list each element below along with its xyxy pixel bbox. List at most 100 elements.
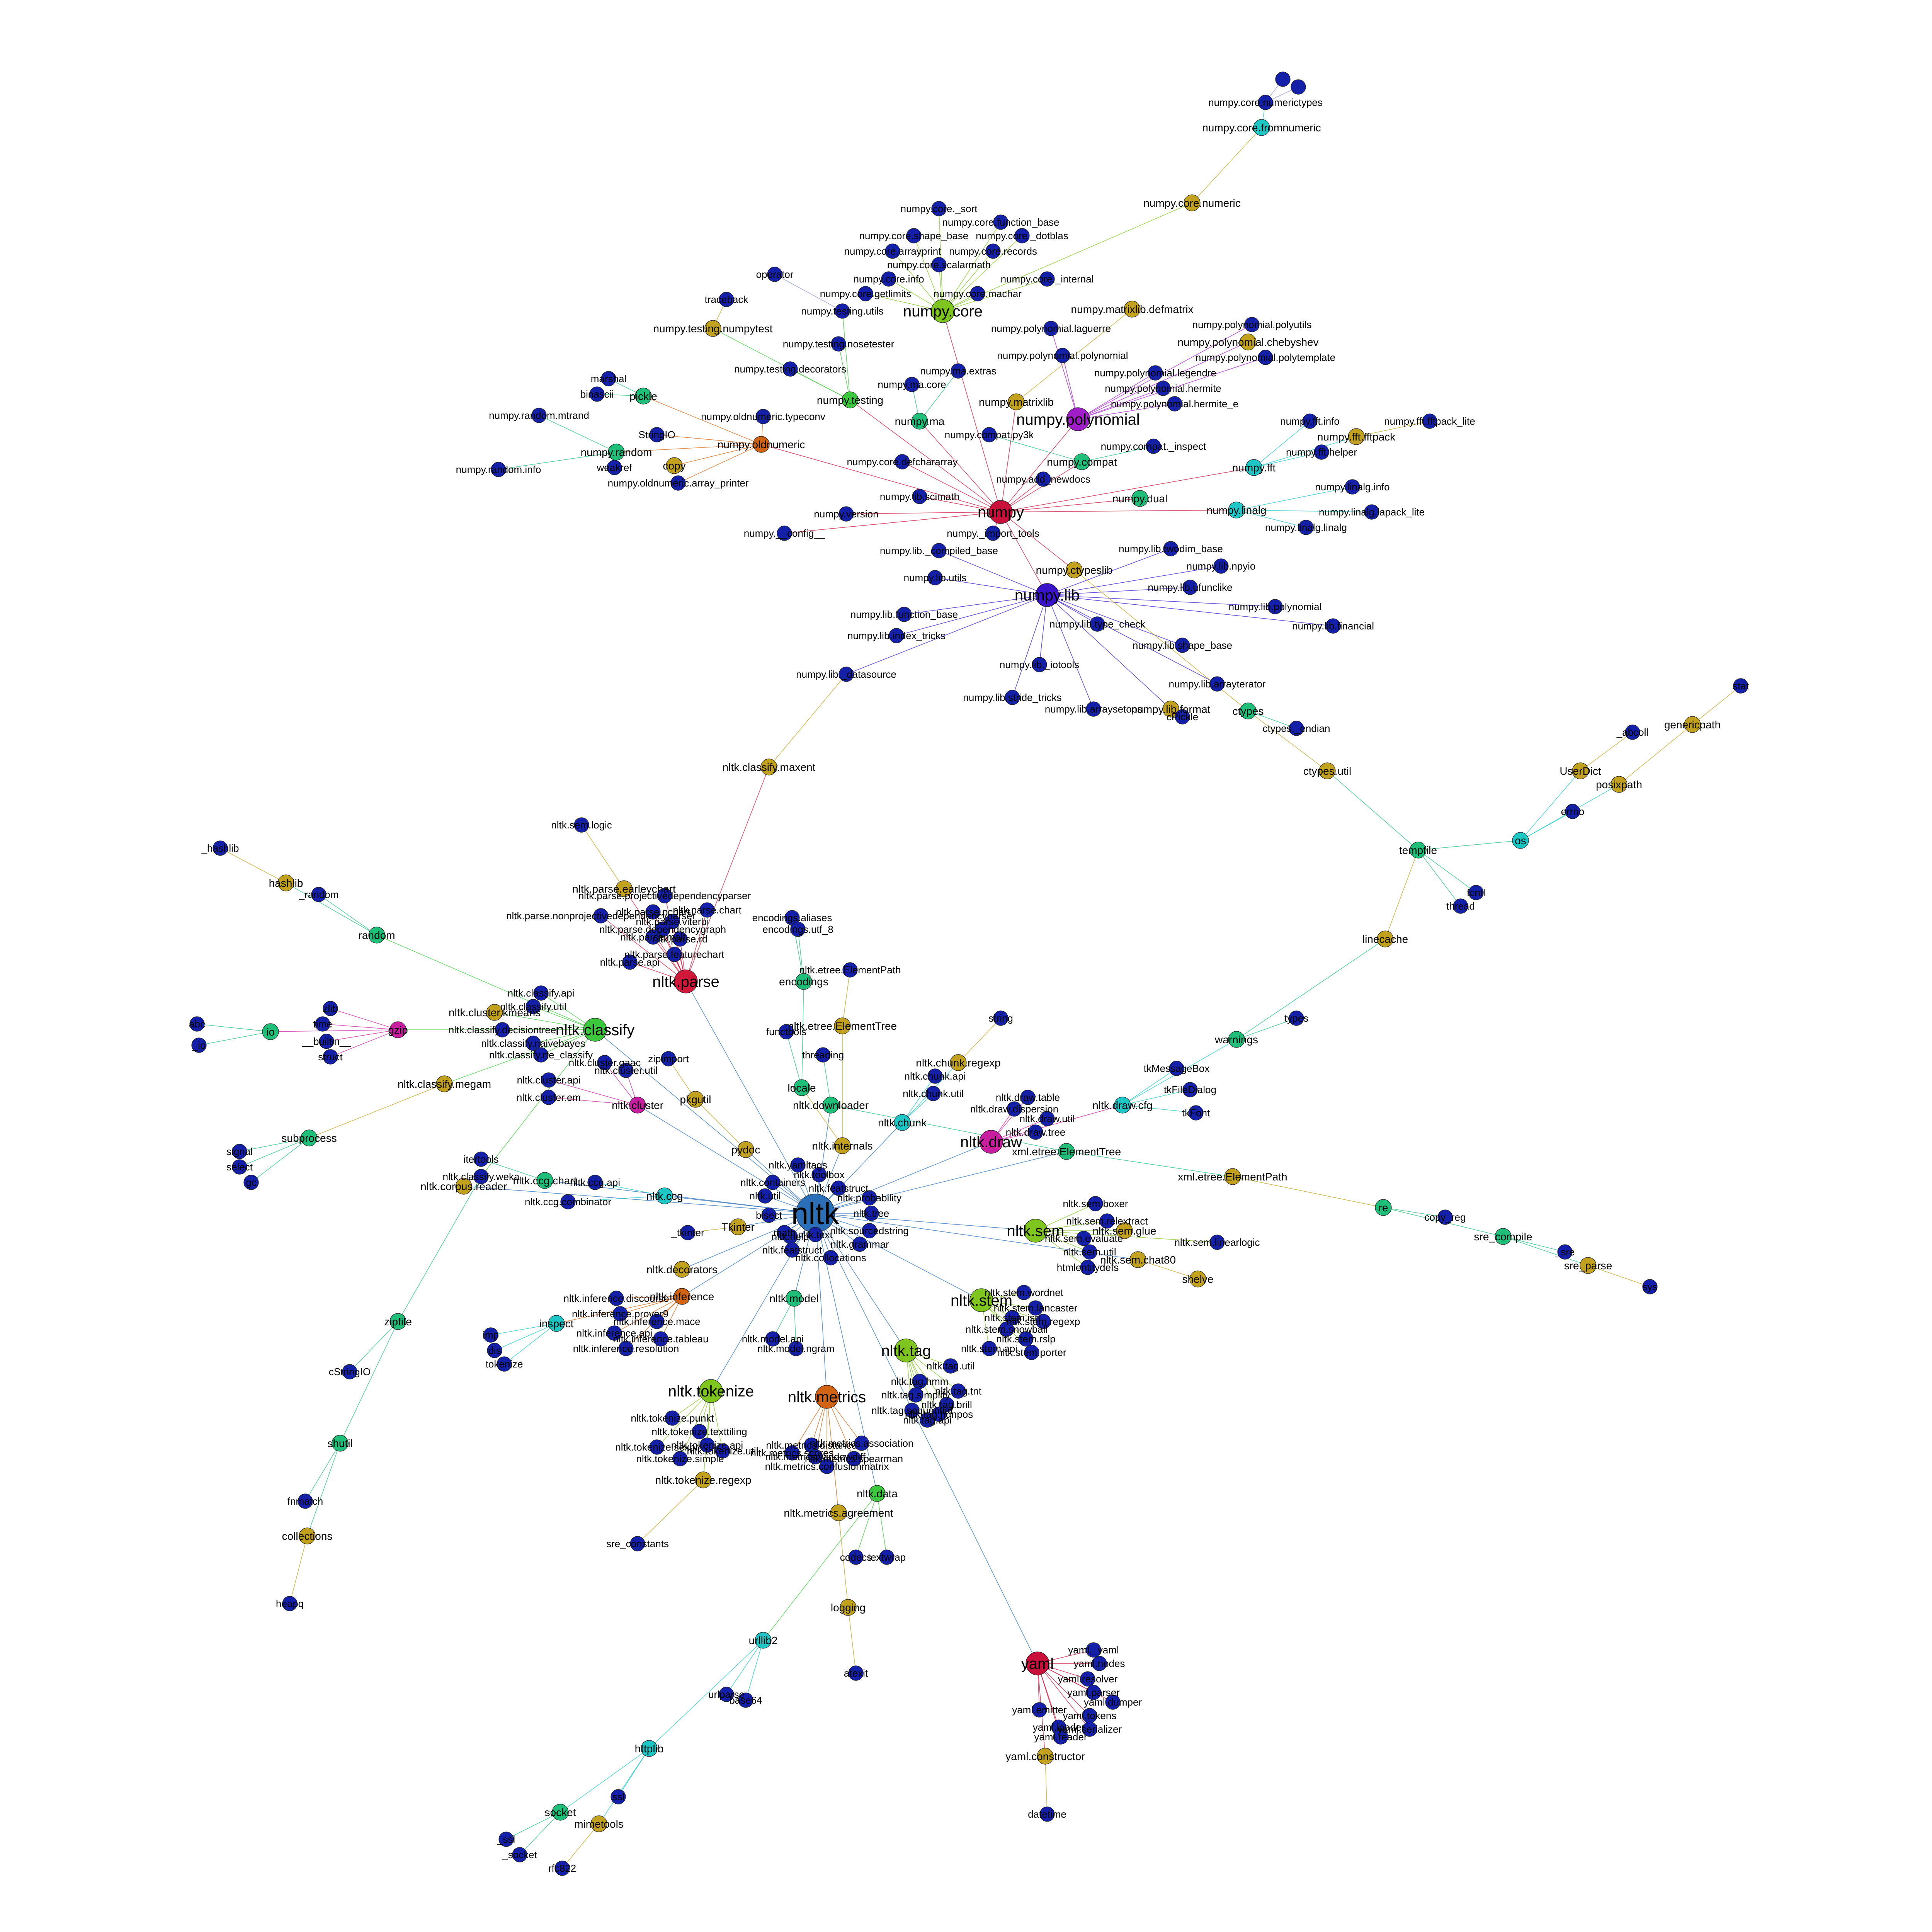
node-nltk.sem.logic [574,817,589,833]
node-label-codecs: codecs [840,1551,872,1563]
node-mimetools [590,1815,607,1832]
edge-warnings--types [1236,1018,1297,1040]
node-label-nltk.metrics.spearman: nltk.metrics.spearman [805,1453,903,1464]
node-label-nltk.tag.simplify: nltk.tag.simplify [881,1389,950,1401]
edge-numpy.lib--numpy.lib.shape_base [1047,595,1183,646]
node-label-heapq: heapq [276,1598,304,1609]
node-pickle [635,388,652,405]
edge-nltk.chunk.regexp--string [958,1018,1001,1063]
node-label-numpy.polynomial.hermite_e: numpy.polynomial.hermite_e [1111,398,1238,410]
edge-numpy--numpy.lib [1000,512,1048,595]
node-nltk.tokenize [699,1379,723,1403]
node-numpy.fft.fftpack_lite [1422,413,1437,429]
node-yaml.serializer [1082,1721,1097,1737]
node-nltk.ccg.api [587,1175,603,1190]
node-label-copy_reg: copy_reg [1425,1211,1466,1223]
node-label-nltk.classify: nltk.classify [556,1022,635,1039]
node-nltk.stem.lancaster [1028,1300,1043,1316]
node-nltk.sem.linearlogic [1209,1235,1225,1250]
node-label-os: os [1515,835,1526,847]
node-label-nltk.parse: nltk.parse [652,973,719,990]
node-numpy.core [931,299,955,323]
node-xml.etree.ElementTree [1058,1143,1075,1160]
node-yaml.reader [1053,1729,1068,1745]
edge-numpy.random--numpy.random.mtrand [539,415,617,452]
edge-locale--functools [786,1031,802,1088]
node-sre_constants [630,1536,645,1551]
node-genericpath [1684,716,1701,733]
node-httplib [641,1740,658,1757]
edge-nltk.ccg.chart--itertools [481,1159,545,1181]
node-label-time: time [313,1018,332,1030]
node-nltk.parse.projectivedependencyparser [657,888,672,903]
edge-numpy--numpy.dual [1000,498,1140,512]
node-label-numpy.core._internal: numpy.core._internal [1001,273,1094,285]
node-label-numpy.polynomial.laguerre: numpy.polynomial.laguerre [991,323,1111,334]
node-signal [232,1144,247,1159]
node-numpy.lib.format [1162,701,1179,718]
node-nltk.sourcedstring [862,1223,877,1238]
edge-socket--_socket [519,1812,561,1855]
edge-nltk--nltk.chunk [815,1122,903,1214]
node-label-nltk.stem.isri: nltk.stem.isri [985,1312,1040,1323]
node-label-nltk.classify.naivebayes: nltk.classify.naivebayes [481,1037,585,1049]
edge-collections--heapq [289,1536,308,1604]
node-thread [1453,898,1468,914]
node-label-nltk.inference.resolution: nltk.inference.resolution [573,1343,679,1354]
node-label-nltk.classify.api: nltk.classify.api [508,987,575,999]
node-numpy.random.info [491,462,506,477]
node-operator [767,267,782,282]
node-collections [299,1527,316,1544]
node-traceback [719,292,734,307]
edge-zipfile--cStringIO [349,1321,398,1372]
node-fnmatch [298,1493,313,1509]
edge-logging--atexit [848,1607,856,1673]
node-label-numpy.oldnumeric.array_printer: numpy.oldnumeric.array_printer [607,477,748,489]
node-nltk.parse.pchart [645,904,661,920]
node-label-pkgutil: pkgutil [680,1094,711,1105]
node-label-numpy.polynomial.legendre: numpy.polynomial.legendre [1094,367,1216,379]
edge-numpy.lib--numpy.lib.index_tricks [896,595,1048,636]
node-numpy.random [608,444,625,461]
node-io [262,1023,279,1040]
node-nc_a [1275,71,1291,87]
edge-io--abc [197,1024,271,1032]
node-label-nltk.classify.megam: nltk.classify.megam [398,1078,491,1090]
edge-mimetools--rfc822 [562,1823,599,1869]
node-nltk.cluster.kmeans [486,1004,503,1021]
edge-tempfile--fcntl [1418,850,1476,893]
node-label-numpy.polynomial.chebyshev: numpy.polynomial.chebyshev [1177,336,1318,348]
node-tempfile [1410,842,1427,859]
node-nltk.decorators [673,1261,690,1278]
edge-inspect--dis [494,1323,557,1351]
node-nltk.chunk.regexp [950,1054,967,1071]
node-label-nltk.etree.ElementPath: nltk.etree.ElementPath [799,964,901,976]
edge-numpy.testing--numpy.testing.nosetester [838,344,850,400]
node-label-nltk.stem.regexp: nltk.stem.regexp [1007,1316,1080,1327]
node-numpy.lib.utils [927,570,943,585]
node-nltk.ccg.chart [536,1172,553,1189]
node-label-shutil: shutil [327,1437,352,1449]
node-__builtin__ [319,1034,334,1049]
node-label-nltk.cluster.api: nltk.cluster.api [517,1074,581,1086]
node-label-tokenize: tokenize [486,1358,523,1370]
edge-numpy.lib--numpy.lib._datasource [846,595,1048,675]
node-label-string: string [988,1012,1013,1024]
node-label-nltk.text: nltk.text [798,1229,833,1240]
node-nltk.stem.regexp [1036,1314,1051,1329]
node-nltk.tokenize.simple [672,1451,688,1466]
node-nltk.tokenize.util [715,1443,730,1459]
node-subprocess [301,1129,318,1146]
node-nltk.tag.simplify [908,1387,923,1403]
node-label-nltk.tokenize.texttiling: nltk.tokenize.texttiling [651,1426,747,1437]
edge-nltk.downloader--threading [823,1054,831,1105]
edge-subprocess--gc [251,1138,310,1183]
edge-nltk--nltk.stem [815,1213,982,1301]
node-nltk.sem.glue [1116,1222,1133,1239]
node-nltk.inference.tableau [653,1331,668,1347]
node-label-numpy.lib.scimath: numpy.lib.scimath [880,491,959,502]
node-numpy.ma [911,413,928,430]
node-label-nltk.stem.api: nltk.stem.api [961,1343,1017,1354]
node-label-nltk.chunk.util: nltk.chunk.util [903,1088,964,1099]
